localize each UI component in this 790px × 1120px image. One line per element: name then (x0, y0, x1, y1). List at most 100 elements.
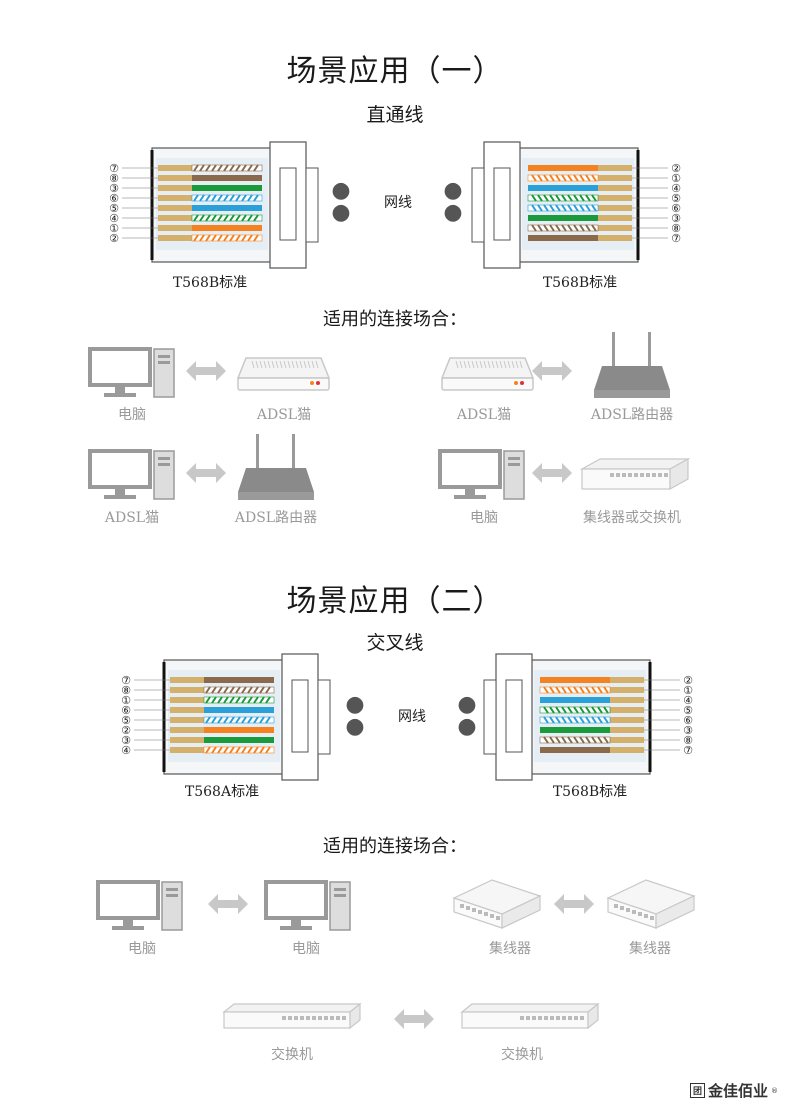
pin-number: ⑦ (121, 674, 131, 687)
pin-number: ⑧ (121, 684, 131, 697)
scene2-cable-link: ● ● 网线 ● ● (336, 694, 488, 738)
brand-name: 金佳佰业 (708, 1082, 769, 1100)
pin-contact (170, 707, 204, 713)
pin-number: ① (683, 684, 693, 697)
pair-label: 集线器 (629, 941, 671, 957)
pin-contact (158, 225, 192, 231)
pin-number: ⑤ (121, 714, 131, 727)
pin-number: ⑤ (683, 704, 693, 717)
brand-logo: 团 金佳佰业® (690, 1080, 778, 1101)
pin-number: ① (671, 172, 681, 185)
scene1-left-standard: T568B标准 (172, 275, 248, 291)
pin-contact (170, 747, 204, 753)
pin-number: ⑥ (683, 714, 693, 727)
modem-icon (440, 350, 535, 396)
pin-contact (598, 225, 632, 231)
pin-contact (598, 205, 632, 211)
double-arrow-icon (532, 462, 572, 484)
scene1-right-standard: T568B标准 (542, 275, 618, 291)
pin-number: ⑧ (109, 172, 119, 185)
pin-contact (170, 697, 204, 703)
pair-label: 交换机 (271, 1047, 313, 1063)
pin-contact (158, 215, 192, 221)
switch-icon (579, 455, 691, 499)
dots-icon: ● ● (443, 178, 465, 225)
pin-contact (610, 737, 644, 743)
pin-contact (158, 185, 192, 191)
pin-number: ② (671, 162, 681, 175)
pin-contact (170, 687, 204, 693)
pin-contact (610, 677, 644, 683)
hub-icon (452, 876, 542, 935)
double-arrow-icon (186, 462, 226, 484)
pin-contact (170, 677, 204, 683)
pin-number: ② (109, 232, 119, 245)
pin-number: ③ (671, 212, 681, 225)
double-arrow-icon (554, 893, 594, 915)
scene1-title: 场景应用（一） (286, 54, 504, 89)
pin-number: ⑥ (109, 192, 119, 205)
brand-registered-mark: ® (771, 1086, 779, 1095)
router-icon (592, 330, 672, 404)
pair-label: ADSL路由器 (234, 510, 318, 526)
pin-number: ④ (683, 694, 693, 707)
brand-logo-mark: 团 (690, 1083, 705, 1098)
pin-contact (170, 737, 204, 743)
pin-contact (598, 235, 632, 241)
scene1-connection-heading: 适用的连接场合： (323, 309, 467, 330)
pin-number: ⑦ (683, 744, 693, 757)
pin-number: ⑥ (121, 704, 131, 717)
pin-number: ⑤ (109, 202, 119, 215)
double-arrow-icon (532, 360, 572, 382)
pair-label: 电脑 (118, 407, 146, 423)
pair-label: 集线器或交换机 (583, 510, 681, 526)
pin-contact (158, 175, 192, 181)
pin-number: ⑧ (671, 222, 681, 235)
pin-number: ③ (683, 724, 693, 737)
pin-number: ② (121, 724, 131, 737)
switch-icon (460, 1002, 600, 1036)
scene1-cable-type: 直通线 (366, 104, 424, 126)
pair-label: 电脑 (292, 941, 320, 957)
pair-label: 集线器 (489, 941, 531, 957)
switch-icon (222, 1002, 362, 1036)
pin-number: ② (683, 674, 693, 687)
pin-contact (598, 185, 632, 191)
router-icon (236, 432, 316, 506)
dots-icon: ● ● (331, 178, 353, 225)
pin-number: ③ (121, 734, 131, 747)
pin-number: ⑥ (671, 202, 681, 215)
pair-label: 电脑 (470, 510, 498, 526)
pin-number: ① (121, 694, 131, 707)
double-arrow-icon (186, 360, 226, 382)
pin-contact (158, 165, 192, 171)
pin-number: ⑦ (671, 232, 681, 245)
pin-contact (158, 235, 192, 241)
pin-contact (158, 205, 192, 211)
pair-label: ADSL猫 (256, 407, 312, 423)
computer-icon (438, 447, 528, 506)
modem-icon (236, 350, 331, 396)
pair-label: 电脑 (128, 941, 156, 957)
pin-number: ⑦ (109, 162, 119, 175)
pin-contact (598, 175, 632, 181)
scene2-title: 场景应用（二） (286, 584, 504, 619)
pin-number: ④ (671, 182, 681, 195)
computer-icon (88, 447, 178, 506)
computer-icon (88, 345, 178, 404)
pin-contact (610, 707, 644, 713)
scene2-right-standard: T568B标准 (552, 784, 628, 800)
pin-number: ④ (109, 212, 119, 225)
scene2-cable-type: 交叉线 (366, 632, 424, 654)
pair-label: ADSL路由器 (590, 407, 674, 423)
pin-contact (170, 727, 204, 733)
hub-icon (606, 876, 696, 935)
pin-contact (610, 727, 644, 733)
pin-contact (610, 687, 644, 693)
